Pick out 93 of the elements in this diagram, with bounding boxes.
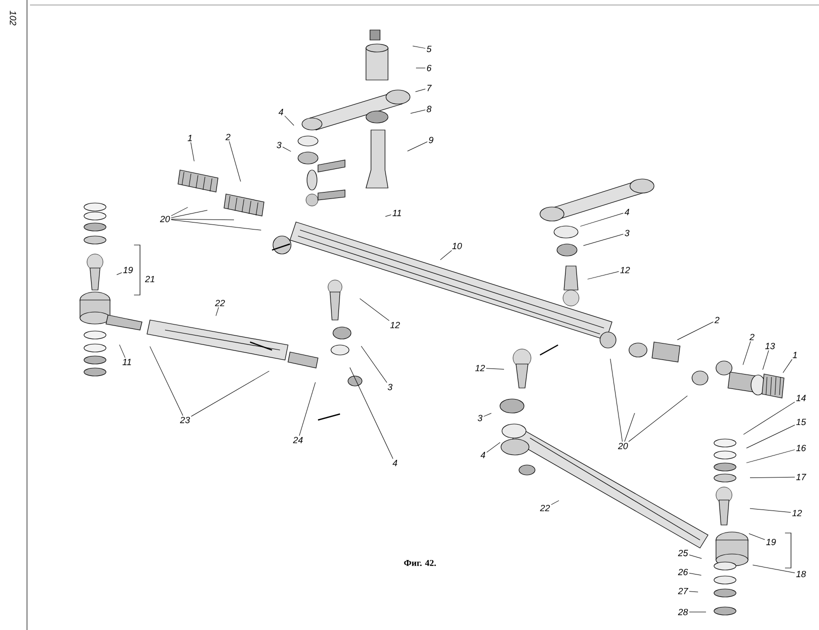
leader-line xyxy=(150,346,184,416)
leader-line xyxy=(746,449,796,464)
leader-line xyxy=(748,533,766,540)
callout-number: 12 xyxy=(792,510,802,516)
callout-number: 13 xyxy=(765,342,775,350)
callout-number: 20 xyxy=(618,442,628,450)
leader-line xyxy=(284,116,294,126)
leader-line xyxy=(486,368,504,370)
leader-line xyxy=(116,272,122,276)
leader-line xyxy=(119,344,126,358)
callout-number: 15 xyxy=(796,418,806,426)
leader-line xyxy=(688,591,698,592)
leader-line xyxy=(190,370,270,417)
leader-line xyxy=(385,214,392,217)
leader-line xyxy=(742,341,751,366)
leader-line xyxy=(360,298,390,321)
callout-number: 22 xyxy=(214,300,225,306)
leader-line xyxy=(762,350,769,370)
callout-number: 2 xyxy=(714,316,720,324)
callout-number: 4 xyxy=(278,108,284,116)
callout-number: 9 xyxy=(428,136,434,144)
leader-line xyxy=(550,500,560,505)
callout-number: 27 xyxy=(678,588,688,594)
callout-number: 7 xyxy=(427,84,432,92)
callout-number: 11 xyxy=(392,210,401,216)
callout-number: 28 xyxy=(678,608,688,616)
leader-line xyxy=(486,442,500,453)
callout-number: 3 xyxy=(276,142,282,148)
leader-line xyxy=(628,396,688,442)
callout-number: 12 xyxy=(620,266,630,274)
leader-line xyxy=(360,346,388,383)
callout-number: 21 xyxy=(144,276,154,282)
leader-line xyxy=(282,146,292,152)
callout-number: 18 xyxy=(796,570,806,578)
leader-line xyxy=(750,476,796,478)
leader-line xyxy=(412,46,426,49)
leader-line xyxy=(782,359,792,373)
callout-number: 1 xyxy=(188,134,192,142)
leader-line xyxy=(688,554,702,559)
leader-line xyxy=(677,322,714,340)
callout-number: 23 xyxy=(180,416,190,424)
callout-number: 4 xyxy=(480,452,486,458)
leader-line xyxy=(170,207,188,216)
callout-number: 10 xyxy=(452,242,462,250)
page-number: 102 xyxy=(10,10,16,26)
leader-line xyxy=(216,307,219,316)
callout-number: 4 xyxy=(392,460,398,466)
callout-number: 2 xyxy=(225,134,230,140)
callout-number: 3 xyxy=(388,384,392,390)
leader-line xyxy=(483,413,492,417)
leader-line xyxy=(190,142,194,162)
leader-line xyxy=(580,212,624,227)
callout-number: 3 xyxy=(624,230,630,236)
callout-number: 6 xyxy=(427,64,432,72)
callout-number: 26 xyxy=(678,568,688,576)
leader-line xyxy=(587,271,620,280)
callout-number: 4 xyxy=(624,208,630,216)
callout-number: 19 xyxy=(123,266,133,274)
leader-line xyxy=(415,88,426,92)
callout-number: 14 xyxy=(796,394,806,402)
callout-number: 22 xyxy=(540,504,550,512)
leader-line xyxy=(299,382,316,436)
leader-line xyxy=(688,572,702,576)
leader-line xyxy=(610,358,623,442)
leader-line xyxy=(407,142,428,152)
leader-line xyxy=(750,508,792,513)
leader-line xyxy=(440,250,452,260)
figure-caption: Фиг. 42. xyxy=(404,560,436,566)
callout-number: 17 xyxy=(796,474,806,480)
leader-line xyxy=(350,367,394,459)
callout-number: 16 xyxy=(796,444,806,452)
callout-number: 12 xyxy=(390,322,400,328)
callout-number: 12 xyxy=(475,364,485,372)
leader-line xyxy=(583,234,624,246)
callout-number: 24 xyxy=(292,436,303,444)
callout-number: 3 xyxy=(478,414,482,422)
leader-line xyxy=(228,141,241,182)
leader-line xyxy=(624,412,635,442)
callout-number: 5 xyxy=(426,46,432,52)
leader-line xyxy=(752,564,796,574)
callout-number: 11 xyxy=(122,358,131,366)
callout-number: 1 xyxy=(792,352,797,358)
callout-number: 20 xyxy=(160,216,170,222)
leader-line xyxy=(170,218,234,220)
leader-line xyxy=(170,210,208,218)
leader-line xyxy=(746,424,796,448)
callout-number: 2 xyxy=(749,334,754,340)
leader-line xyxy=(170,219,262,230)
callout-number: 19 xyxy=(766,538,776,546)
callout-number: 8 xyxy=(426,106,432,112)
leader-line xyxy=(410,110,426,114)
leader-line xyxy=(743,402,796,435)
callout-number: 25 xyxy=(678,550,688,556)
